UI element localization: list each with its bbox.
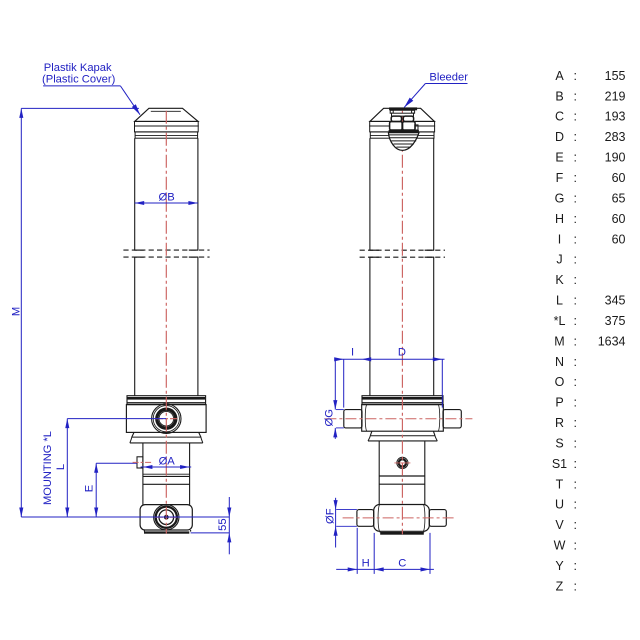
- svg-text:Plastik Kapak: Plastik Kapak: [44, 62, 112, 74]
- svg-text::: :: [574, 518, 577, 532]
- svg-text::: :: [574, 253, 577, 267]
- svg-text::: :: [574, 294, 577, 308]
- svg-text:1634: 1634: [598, 334, 626, 348]
- svg-text:A: A: [555, 69, 564, 83]
- svg-text:M: M: [10, 307, 22, 316]
- svg-text::: :: [574, 191, 577, 205]
- svg-text::: :: [574, 273, 577, 287]
- svg-text::: :: [574, 355, 577, 369]
- svg-text:193: 193: [605, 110, 626, 124]
- svg-text:J: J: [556, 253, 562, 267]
- svg-text:O: O: [555, 375, 565, 389]
- svg-text:375: 375: [605, 314, 626, 328]
- svg-text:L: L: [55, 464, 67, 470]
- svg-text:E: E: [83, 485, 95, 492]
- svg-text::: :: [574, 477, 577, 491]
- svg-text:D: D: [555, 130, 564, 144]
- svg-text::: :: [574, 151, 577, 165]
- svg-text:H: H: [555, 212, 564, 226]
- svg-text:L: L: [556, 294, 563, 308]
- svg-text::: :: [574, 89, 577, 103]
- svg-text:P: P: [555, 396, 563, 410]
- svg-text:M: M: [554, 334, 564, 348]
- svg-text:155: 155: [605, 69, 626, 83]
- svg-text:190: 190: [605, 151, 626, 165]
- svg-text:K: K: [555, 273, 564, 287]
- svg-text:U: U: [555, 498, 564, 512]
- svg-text:ØG: ØG: [324, 409, 336, 426]
- svg-text:ØA: ØA: [159, 456, 176, 468]
- svg-text::: :: [574, 396, 577, 410]
- svg-text::: :: [574, 416, 577, 430]
- svg-text:55: 55: [217, 518, 229, 530]
- svg-text:F: F: [556, 171, 564, 185]
- svg-text:I: I: [351, 347, 354, 359]
- svg-text:65: 65: [612, 191, 626, 205]
- svg-text::: :: [574, 232, 577, 246]
- svg-text:I: I: [558, 232, 561, 246]
- svg-text:H: H: [362, 557, 370, 569]
- svg-text:60: 60: [612, 212, 626, 226]
- svg-text:T: T: [556, 477, 564, 491]
- svg-text:G: G: [555, 191, 565, 205]
- svg-text:C: C: [398, 557, 406, 569]
- svg-text:ØB: ØB: [159, 191, 175, 203]
- svg-text:219: 219: [605, 89, 626, 103]
- svg-text::: :: [574, 579, 577, 593]
- svg-text:V: V: [555, 518, 564, 532]
- svg-text:283: 283: [605, 130, 626, 144]
- svg-text::: :: [574, 212, 577, 226]
- svg-text::: :: [574, 69, 577, 83]
- svg-text:*L: *L: [554, 314, 566, 328]
- svg-text:345: 345: [605, 294, 626, 308]
- svg-text:60: 60: [612, 171, 626, 185]
- svg-text::: :: [574, 498, 577, 512]
- svg-text::: :: [574, 457, 577, 471]
- svg-text:B: B: [555, 89, 563, 103]
- svg-text::: :: [574, 375, 577, 389]
- svg-text:S: S: [555, 436, 563, 450]
- svg-text:S1: S1: [552, 457, 567, 471]
- svg-text::: :: [574, 559, 577, 573]
- svg-text:D: D: [398, 347, 406, 359]
- svg-text::: :: [574, 334, 577, 348]
- svg-text::: :: [574, 314, 577, 328]
- svg-text:W: W: [554, 539, 566, 553]
- svg-text:(Plastic Cover): (Plastic Cover): [42, 74, 116, 86]
- svg-text:R: R: [555, 416, 564, 430]
- svg-text:N: N: [555, 355, 564, 369]
- svg-text:C: C: [555, 110, 564, 124]
- svg-text:MOUNTING *L: MOUNTING *L: [42, 431, 54, 505]
- svg-text::: :: [574, 539, 577, 553]
- svg-text::: :: [574, 171, 577, 185]
- svg-text::: :: [574, 110, 577, 124]
- svg-text:Y: Y: [555, 559, 564, 573]
- svg-text::: :: [574, 436, 577, 450]
- svg-text::: :: [574, 130, 577, 144]
- svg-text:60: 60: [612, 232, 626, 246]
- svg-text:ØF: ØF: [325, 508, 337, 524]
- svg-text:Z: Z: [556, 579, 564, 593]
- svg-text:Bleeder: Bleeder: [429, 72, 468, 84]
- svg-text:E: E: [555, 151, 563, 165]
